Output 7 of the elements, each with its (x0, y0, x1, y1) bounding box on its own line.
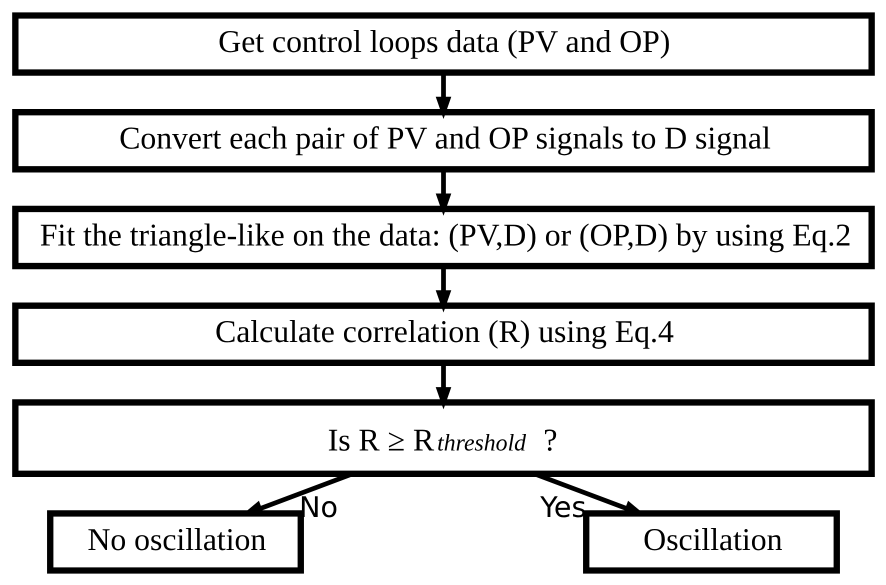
node-box: Oscillation (582, 510, 840, 574)
node-box: Calculate correlation (R) using Eq.4 (12, 302, 874, 366)
node-box: Fit the triangle-like on the data: (PV,D) or (OP,D) by using Eq.2 (12, 205, 874, 269)
node-box: Convert each pair of PV and OP signals to D signal (12, 108, 874, 172)
node-box: Get control loops data (PV and OP) (12, 12, 874, 76)
node-box: Is R ≥ Rthreshold ? (12, 398, 874, 476)
node-box: No oscillation (46, 510, 304, 574)
